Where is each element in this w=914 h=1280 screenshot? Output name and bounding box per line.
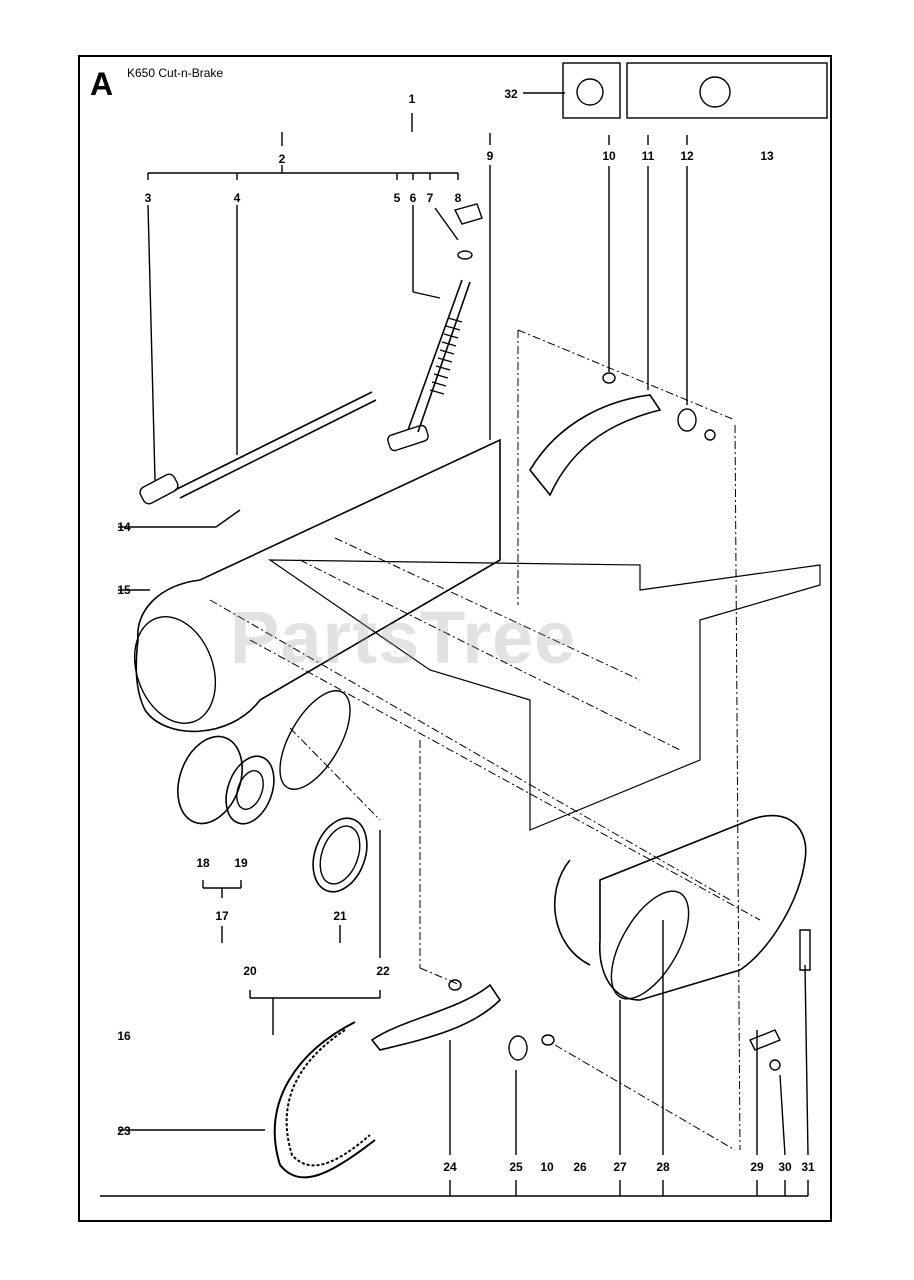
guard-9 — [135, 438, 501, 733]
part-number-label: 15 — [117, 583, 131, 597]
part-number-label: 6 — [409, 191, 417, 205]
arm-plate — [268, 559, 821, 831]
o-ring-10 — [602, 372, 616, 384]
part-number-label: 23 — [117, 1124, 131, 1138]
drive-belt-23 — [273, 1021, 376, 1179]
band-26 — [553, 859, 591, 966]
part-number-label: 26 — [573, 1160, 587, 1174]
part-number-label: 5 — [393, 191, 401, 205]
lower-lever-24 — [370, 983, 502, 1051]
watermark: PartsTree — [230, 596, 577, 679]
part-number-label: 8 — [454, 191, 462, 205]
spring-6 — [429, 317, 463, 395]
part-number-label: 25 — [509, 1160, 523, 1174]
part-number-label: 29 — [750, 1160, 764, 1174]
clevis-5 — [387, 424, 429, 452]
part-number-label: 21 — [333, 909, 347, 923]
part-number-label: 17 — [215, 909, 229, 923]
part-number-label: 4 — [233, 191, 241, 205]
decal-32 — [562, 62, 621, 119]
shaft-4 — [174, 391, 373, 491]
decal-13 — [626, 62, 828, 119]
part-number-label: 9 — [486, 149, 494, 163]
o-ring-10d — [541, 1034, 555, 1046]
part-number-label: 10 — [602, 149, 616, 163]
lever-knob-8 — [453, 203, 483, 225]
part-number-label: 13 — [760, 149, 774, 163]
part-number-label: 2 — [278, 152, 286, 166]
bushing-25 — [508, 1035, 528, 1061]
part-number-label: 30 — [778, 1160, 792, 1174]
part-number-label: 32 — [504, 87, 518, 101]
part-number-label: 28 — [656, 1160, 670, 1174]
part-number-label: 7 — [426, 191, 434, 205]
part-number-label: 12 — [680, 149, 694, 163]
rod-end-3 — [139, 473, 179, 505]
ring-21 — [312, 817, 368, 893]
part-number-label: 20 — [243, 964, 257, 978]
screw-30 — [769, 1059, 781, 1071]
cover-27-opening — [610, 890, 690, 1000]
part-number-label: 3 — [144, 191, 152, 205]
o-ring-10b — [704, 429, 716, 441]
part-number-label: 11 — [641, 149, 655, 163]
part-number-label: 31 — [801, 1160, 815, 1174]
part-number-label: 27 — [613, 1160, 627, 1174]
leader-30 — [779, 1074, 786, 1156]
leader-3 — [147, 204, 156, 481]
bearing-19 — [225, 755, 275, 825]
cover-27 — [599, 814, 807, 1001]
leader-8 — [434, 207, 459, 241]
guard-9-opening — [133, 616, 217, 724]
part-number-label: 24 — [443, 1160, 457, 1174]
bushing-12 — [677, 408, 697, 432]
part-number-label: 22 — [376, 964, 390, 978]
plate-29 — [749, 1029, 781, 1051]
diagram-frame — [78, 55, 832, 1222]
part-number-label: 10 — [540, 1160, 554, 1174]
bearing-housing-18 — [177, 735, 243, 825]
section-letter: A — [90, 66, 114, 102]
washer-7 — [457, 250, 473, 260]
model-title: K650 Cut-n-Brake — [127, 66, 224, 80]
rod-5 — [407, 279, 463, 431]
belt-22 — [279, 690, 351, 790]
clip-31 — [799, 929, 811, 971]
brake-lever-11 — [529, 394, 662, 497]
part-number-label: 16 — [117, 1029, 131, 1043]
leader-31 — [804, 964, 809, 1156]
part-number-label: 1 — [408, 92, 416, 106]
part-number-label: 18 — [196, 856, 210, 870]
part-number-label: 14 — [117, 520, 131, 534]
o-ring-10c — [448, 979, 462, 991]
part-number-label: 19 — [234, 856, 248, 870]
